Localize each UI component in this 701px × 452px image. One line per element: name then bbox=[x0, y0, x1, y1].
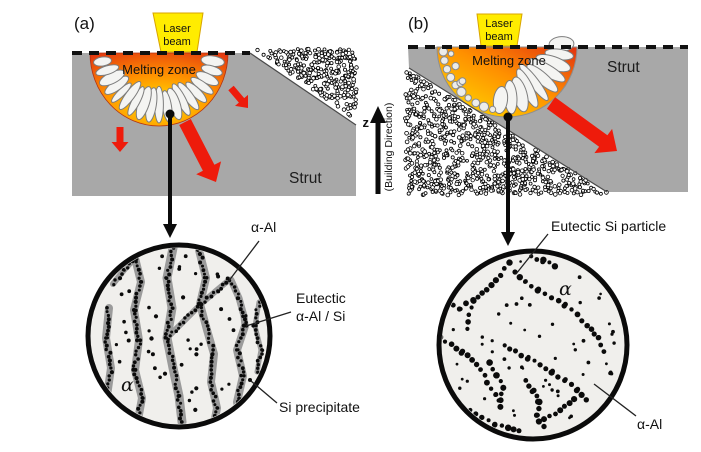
melting-zone-label-b: Melting zone bbox=[472, 53, 546, 68]
powder-particles-b bbox=[403, 70, 609, 198]
si-precipitate-label: Si precipitate bbox=[279, 399, 360, 415]
si-particle-scatter-b bbox=[451, 260, 616, 420]
inset-circle-b bbox=[436, 248, 630, 442]
inset-a-microstructure: α α-Al Eutectic α-Al / Si Si precipitate bbox=[85, 219, 360, 430]
columnar-grains-a bbox=[93, 55, 225, 124]
alpha-al-label-b: α-Al bbox=[637, 416, 662, 432]
eutectic-si-pointer-b bbox=[515, 233, 549, 275]
columnar-grains-b bbox=[492, 36, 575, 115]
powder-particles-a bbox=[255, 46, 359, 118]
laser-beam-label-a-1: Laser bbox=[163, 23, 191, 35]
build-direction-axis: z (Building Direction) bbox=[363, 103, 395, 194]
panel-a-label: (a) bbox=[74, 14, 95, 33]
alpha-phase-label-b: α bbox=[559, 278, 572, 300]
zoom-connector-arrows bbox=[111, 85, 617, 246]
laser-beam-label-b-2: beam bbox=[485, 31, 513, 43]
eutectic-si-label-b: Eutectic Si particle bbox=[551, 218, 666, 234]
si-precipitate-dots-a bbox=[114, 254, 252, 412]
panel-b-schematic: Laser beam (b) Melting zone Strut bbox=[403, 13, 688, 198]
inset-circle-a bbox=[85, 242, 273, 430]
si-precipitate-pointer-a bbox=[250, 380, 278, 404]
laser-beam-label-b-1: Laser bbox=[485, 18, 513, 30]
strut-label-a: Strut bbox=[289, 170, 322, 187]
alpha-al-pointer-b bbox=[593, 383, 637, 417]
z-axis-label: z bbox=[363, 115, 370, 130]
building-direction-label: (Building Direction) bbox=[383, 103, 395, 192]
melting-zone-label-a: Melting zone bbox=[122, 62, 196, 77]
eutectic-label-line1: Eutectic bbox=[296, 290, 346, 306]
panel-a-schematic: Laser beam (a) Melting zone Strut bbox=[72, 12, 359, 196]
eutectic-pointer-a bbox=[245, 311, 292, 327]
alpha-al-label-a: α-Al bbox=[251, 219, 276, 235]
laser-beam-label-a-2: beam bbox=[163, 36, 191, 48]
panel-b-label: (b) bbox=[408, 14, 429, 33]
z-axis-arrow-icon bbox=[370, 106, 386, 194]
slope-edge-a bbox=[249, 52, 357, 126]
partially-melted-particles-b bbox=[438, 46, 497, 114]
inset-b-microstructure: α Eutectic Si particle α-Al bbox=[436, 218, 666, 442]
eutectic-label-line2: α-Al / Si bbox=[296, 308, 345, 324]
strut-label-b: Strut bbox=[607, 59, 640, 76]
alpha-al-pointer-a bbox=[227, 240, 260, 283]
alpha-phase-label-a: α bbox=[121, 374, 134, 396]
